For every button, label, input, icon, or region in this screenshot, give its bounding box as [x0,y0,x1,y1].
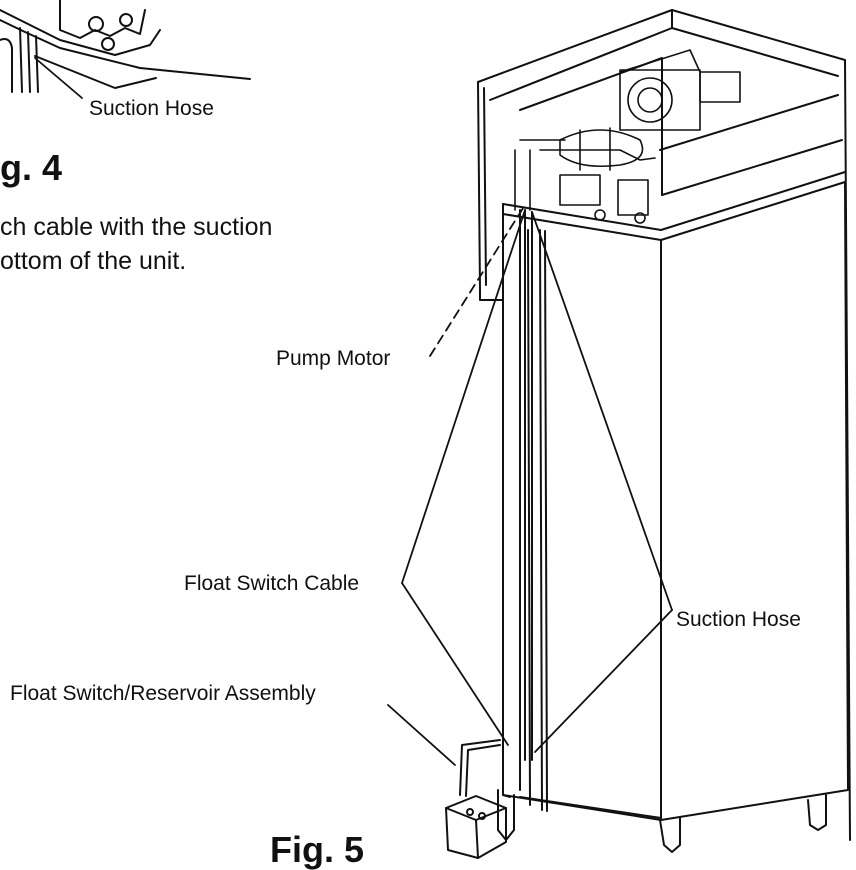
hose-and-cable [519,209,533,791]
fig5-caption: Fig. 5 [270,829,365,870]
pump-motor-label: Pump Motor [276,347,391,370]
reservoir-assembly [445,739,507,859]
float-switch-cable-label: Float Switch Cable [184,572,360,595]
cabinet-body [477,9,851,853]
float-switch-reservoir-label: Float Switch/Reservoir Assembly [10,682,316,705]
instruction-line-2: ottom of the unit. [0,247,187,275]
fig4-partial-drawing [0,0,251,93]
suction-hose-label: Suction Hose [676,608,801,631]
leader-float-cable-down [401,582,509,746]
instruction-line-1: ch cable with the suction [0,213,273,241]
leader-float-cable-up [401,209,526,584]
fig4-suction-hose-label: Suction Hose [89,97,214,120]
leader-fig4-suction [34,57,83,99]
leader-reservoir [387,704,456,766]
fig4-caption: g. 4 [0,147,63,188]
leader-lines [34,57,673,766]
top-machinery [514,49,741,224]
leader-suction-hose-down [534,609,673,753]
leader-pump-motor [429,204,526,357]
leader-suction-hose-up [531,211,673,611]
